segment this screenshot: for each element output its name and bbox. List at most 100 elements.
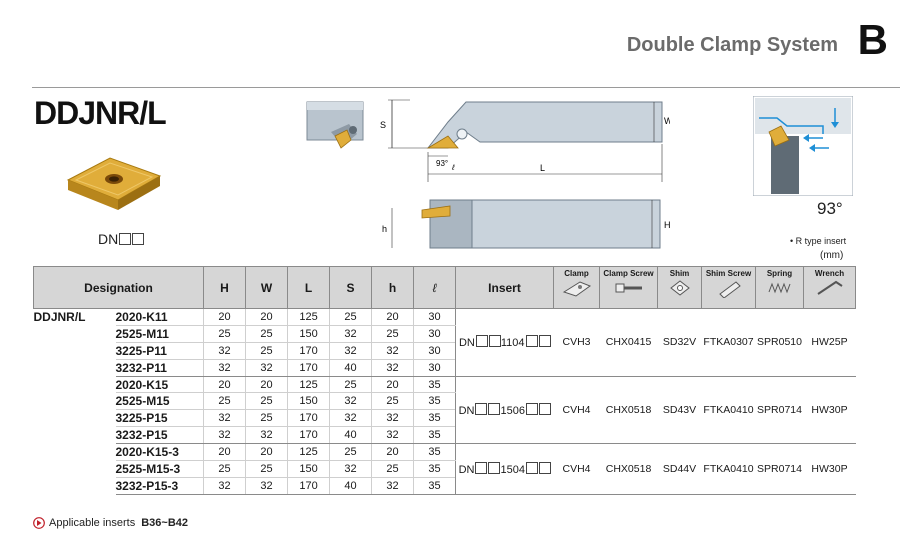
- family-spacer: [34, 444, 116, 461]
- dim-h-cell: 32: [203, 359, 246, 377]
- designation-cell: 2525-M15-3: [115, 460, 204, 478]
- dim-l-cell: 150: [287, 460, 330, 478]
- top-view-diagram: S W L 93° ℓ: [380, 99, 670, 182]
- clamp-screw-part-cell: CHX0518: [599, 443, 658, 495]
- dim-s-cell: 32: [329, 409, 372, 428]
- dim-s-cell: 32: [329, 460, 372, 478]
- shim-screw-part-cell: FTKA0410: [701, 376, 756, 445]
- section-letter: B: [857, 16, 888, 63]
- dim-s-cell: 40: [329, 426, 372, 445]
- dim-w-cell: 20: [245, 376, 288, 394]
- dim-h-cell: 20: [203, 308, 246, 326]
- dim-l-cell: 150: [287, 392, 330, 411]
- dim-l-cell: 30: [413, 359, 457, 377]
- col-clamp-screw: Clamp Screw: [599, 266, 659, 309]
- col-l: L: [287, 266, 331, 309]
- footer-ref-link[interactable]: B36~B42: [141, 517, 189, 529]
- family-spacer: [34, 410, 116, 427]
- label-l: L: [540, 163, 545, 173]
- shim-part-cell: SD43V: [657, 376, 702, 445]
- col-shim-screw: Shim Screw: [701, 266, 757, 309]
- screw-icon: [615, 283, 642, 293]
- dim-l-cell: 30: [413, 325, 457, 343]
- dim-l-cell: 170: [287, 409, 330, 428]
- spring-icon: [768, 282, 790, 294]
- dim-h-cell: 25: [203, 460, 246, 478]
- arrow-circle-icon: [33, 517, 45, 529]
- wrench-icon: [816, 280, 843, 295]
- dim-l-cell: 125: [287, 308, 330, 326]
- dim-s-cell: 32: [329, 342, 372, 360]
- dim-w-cell: 32: [245, 359, 288, 377]
- col-wrench: Wrench: [803, 266, 857, 309]
- dim-s-cell: 25: [329, 376, 372, 394]
- dim-h-small-cell: 20: [371, 376, 414, 394]
- dim-l-cell: 125: [287, 376, 330, 394]
- placeholder-box: [538, 335, 551, 348]
- approach-angle: 93°: [817, 199, 843, 218]
- insert-photo: [66, 157, 162, 210]
- dim-w-cell: 32: [245, 477, 288, 495]
- unit-note: (mm): [820, 250, 844, 261]
- family-spacer: [34, 359, 116, 376]
- dim-l-cell: 35: [413, 477, 457, 495]
- placeholder-box: [475, 402, 488, 415]
- designation-cell: 2020-K15-3: [115, 443, 204, 462]
- shim-screw-part-cell: FTKA0307: [701, 308, 756, 377]
- dim-l-cell: 150: [287, 325, 330, 343]
- clamp-screw-part-cell: CHX0415: [599, 308, 658, 377]
- dim-s-cell: 25: [329, 308, 372, 326]
- application-view: [753, 96, 853, 196]
- footer-note: Applicable inserts B36~B42: [33, 517, 188, 529]
- clamp-part-cell: CVH3: [553, 308, 600, 377]
- family-spacer: [34, 393, 116, 410]
- header-divider: [32, 87, 900, 88]
- spec-table: Designation H W L S h ℓ Insert Clamp Cla…: [32, 266, 857, 495]
- designation-cell: 2020-K15: [115, 376, 204, 394]
- dim-h-cell: 32: [203, 426, 246, 445]
- placeholder-box: [525, 335, 538, 348]
- placeholder-box: [488, 402, 501, 415]
- clamp-screw-part-cell: CHX0518: [599, 376, 658, 445]
- label-h-small: h: [382, 224, 387, 234]
- dim-l-cell: 30: [413, 342, 457, 360]
- shim-part-cell: SD44V: [657, 443, 702, 495]
- dim-h-cell: 20: [203, 376, 246, 394]
- dim-l-cell: 35: [413, 426, 457, 445]
- spring-part-cell: SPR0714: [755, 443, 804, 495]
- dim-w-cell: 20: [245, 308, 288, 326]
- shim-screw-icon: [718, 281, 741, 299]
- designation-cell: 2525-M11: [115, 325, 204, 343]
- col-designation: Designation: [32, 266, 205, 309]
- placeholder-box: [475, 335, 488, 348]
- dim-w-cell: 25: [245, 325, 288, 343]
- designation-cell: 3232-P15: [115, 426, 204, 445]
- dim-l-cell: 35: [413, 460, 457, 478]
- dim-h-cell: 32: [203, 342, 246, 360]
- label-ell: ℓ: [451, 163, 455, 172]
- family-spacer: [34, 427, 116, 444]
- dim-h-small-cell: 32: [371, 409, 414, 428]
- col-clamp: Clamp: [553, 266, 601, 309]
- dim-h-cell: 32: [203, 409, 246, 428]
- col-shim: Shim: [657, 266, 703, 309]
- dim-l-cell: 170: [287, 359, 330, 377]
- designation-cell: 2525-M15: [115, 392, 204, 411]
- dim-w-cell: 25: [245, 409, 288, 428]
- designation-cell: 3225-P11: [115, 342, 204, 360]
- dim-w-cell: 25: [245, 342, 288, 360]
- dim-l-cell: 170: [287, 477, 330, 495]
- col-insert: Insert: [455, 266, 555, 309]
- page-title: Double Clamp System: [626, 34, 838, 56]
- col-w: W: [245, 266, 289, 309]
- dim-h-cell: 25: [203, 392, 246, 411]
- dim-h-small-cell: 25: [371, 392, 414, 411]
- dim-s-cell: 25: [329, 443, 372, 462]
- product-code: DDJNR/L: [34, 95, 167, 131]
